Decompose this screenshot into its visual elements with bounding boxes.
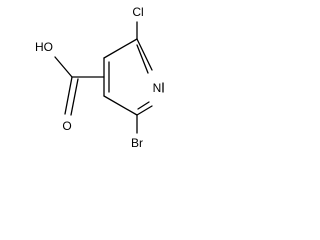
ring-bond-c2-c3 [103,38,138,59]
hydroxyl-label: HO [35,40,53,54]
ring-nitrogen-label: N [153,81,162,95]
bond-carboxyl-oh [54,56,73,78]
bromine-label: Br [131,136,143,150]
carbonyl-oxygen-label: O [62,119,71,133]
chemical-structure-drawing: HO O Cl Br N [35,5,164,150]
ring-double-bond-c5-c6 [137,101,150,110]
bond-carboxyl-o-2 [70,78,79,116]
structure-canvas: HO O Cl Br N [0,0,166,155]
bond-carboxyl-o-1 [64,76,73,115]
ring-double-bond-n-c2 [136,44,149,74]
chlorine-label: Cl [132,5,143,19]
ring-bond-c4-c5 [103,95,138,116]
ring-bond-c5-c6 [136,105,153,116]
ring-bond-n-c2 [136,38,153,71]
